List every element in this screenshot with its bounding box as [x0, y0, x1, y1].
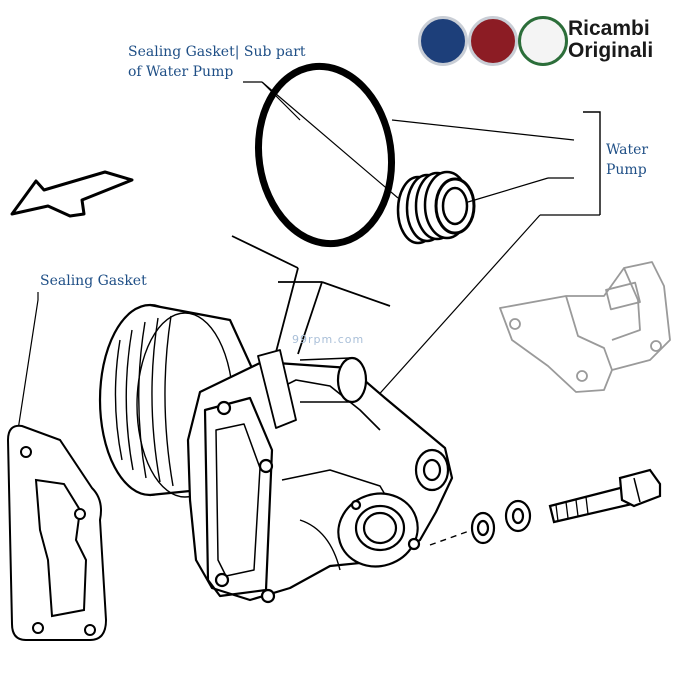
brand-title: Ricambi Originali [568, 18, 653, 62]
lancia-logo [418, 16, 468, 66]
indicator-lines [231, 235, 391, 355]
brand-line-2: Originali [568, 39, 654, 62]
o-ring-seal [254, 62, 396, 248]
leader-lines-water-pump [373, 111, 601, 401]
label-sealing-gasket: Sealing Gasket [40, 273, 147, 289]
shaft-seal [396, 170, 476, 245]
label-sealing-gasket-sub-part-1: Sealing Gasket| Sub part [128, 44, 306, 60]
label-sealing-gasket-sub-part-2: of Water Pump [128, 64, 234, 80]
fiat-logo [468, 16, 518, 66]
sealing-gasket-part [6, 424, 108, 641]
watermark: 99rpm.com [292, 333, 365, 346]
washers-and-bolt [429, 468, 662, 546]
alfa-romeo-logo [518, 16, 568, 66]
label-water-pump-1: Water [606, 142, 649, 158]
leader-lines-sub-part [243, 81, 399, 199]
brand-line-1: Ricambi [568, 17, 650, 40]
label-water-pump-2: Pump [606, 162, 647, 178]
leader-line-gasket [17, 292, 39, 431]
support-bracket-part [499, 261, 671, 393]
direction-arrow [10, 170, 134, 218]
water-pump-body [98, 303, 454, 604]
